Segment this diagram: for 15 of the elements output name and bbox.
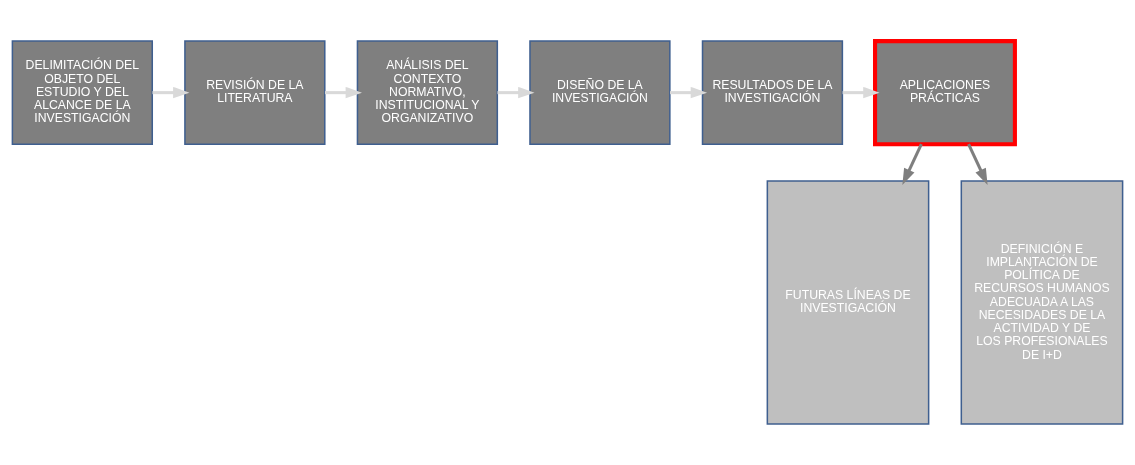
node-box: FUTURAS LÍNEAS DE INVESTIGACIÓN: [766, 180, 930, 425]
node-box: DEFINICIÓN E IMPLANTACIÓN DE POLÍTICA DE RECURSOS HUMANOS ADECUADA A LAS NECESIDADES DE LA ACTIVIDAD Y DE LOS PROFESIONALES DE I+D: [960, 180, 1124, 425]
node-box: ANÁLISIS DEL CONTEXTO NORMATIVO, INSTITUCIONAL Y ORGANIZATIVO: [356, 40, 499, 145]
arrow: [324, 86, 362, 99]
node-box: RESULTADOS DE LA INVESTIGACIÓN: [701, 40, 844, 145]
arrow: [902, 143, 923, 185]
node-box: DELIMITACIÓN DEL OBJETO DEL ESTUDIO Y DEL ALCANCE DE LA INVESTIGACIÓN: [11, 40, 153, 145]
node-box: DISEÑO DE LA INVESTIGACIÓN: [529, 40, 671, 145]
arrow: [497, 86, 535, 99]
node-box: APLICACIONES PRÁCTICAS: [873, 39, 1017, 147]
arrow: [152, 86, 190, 99]
node-box: REVISIÓN DE LA LITERATURA: [184, 40, 326, 145]
arrow: [670, 86, 708, 99]
arrow: [967, 143, 988, 185]
arrow: [842, 86, 880, 99]
